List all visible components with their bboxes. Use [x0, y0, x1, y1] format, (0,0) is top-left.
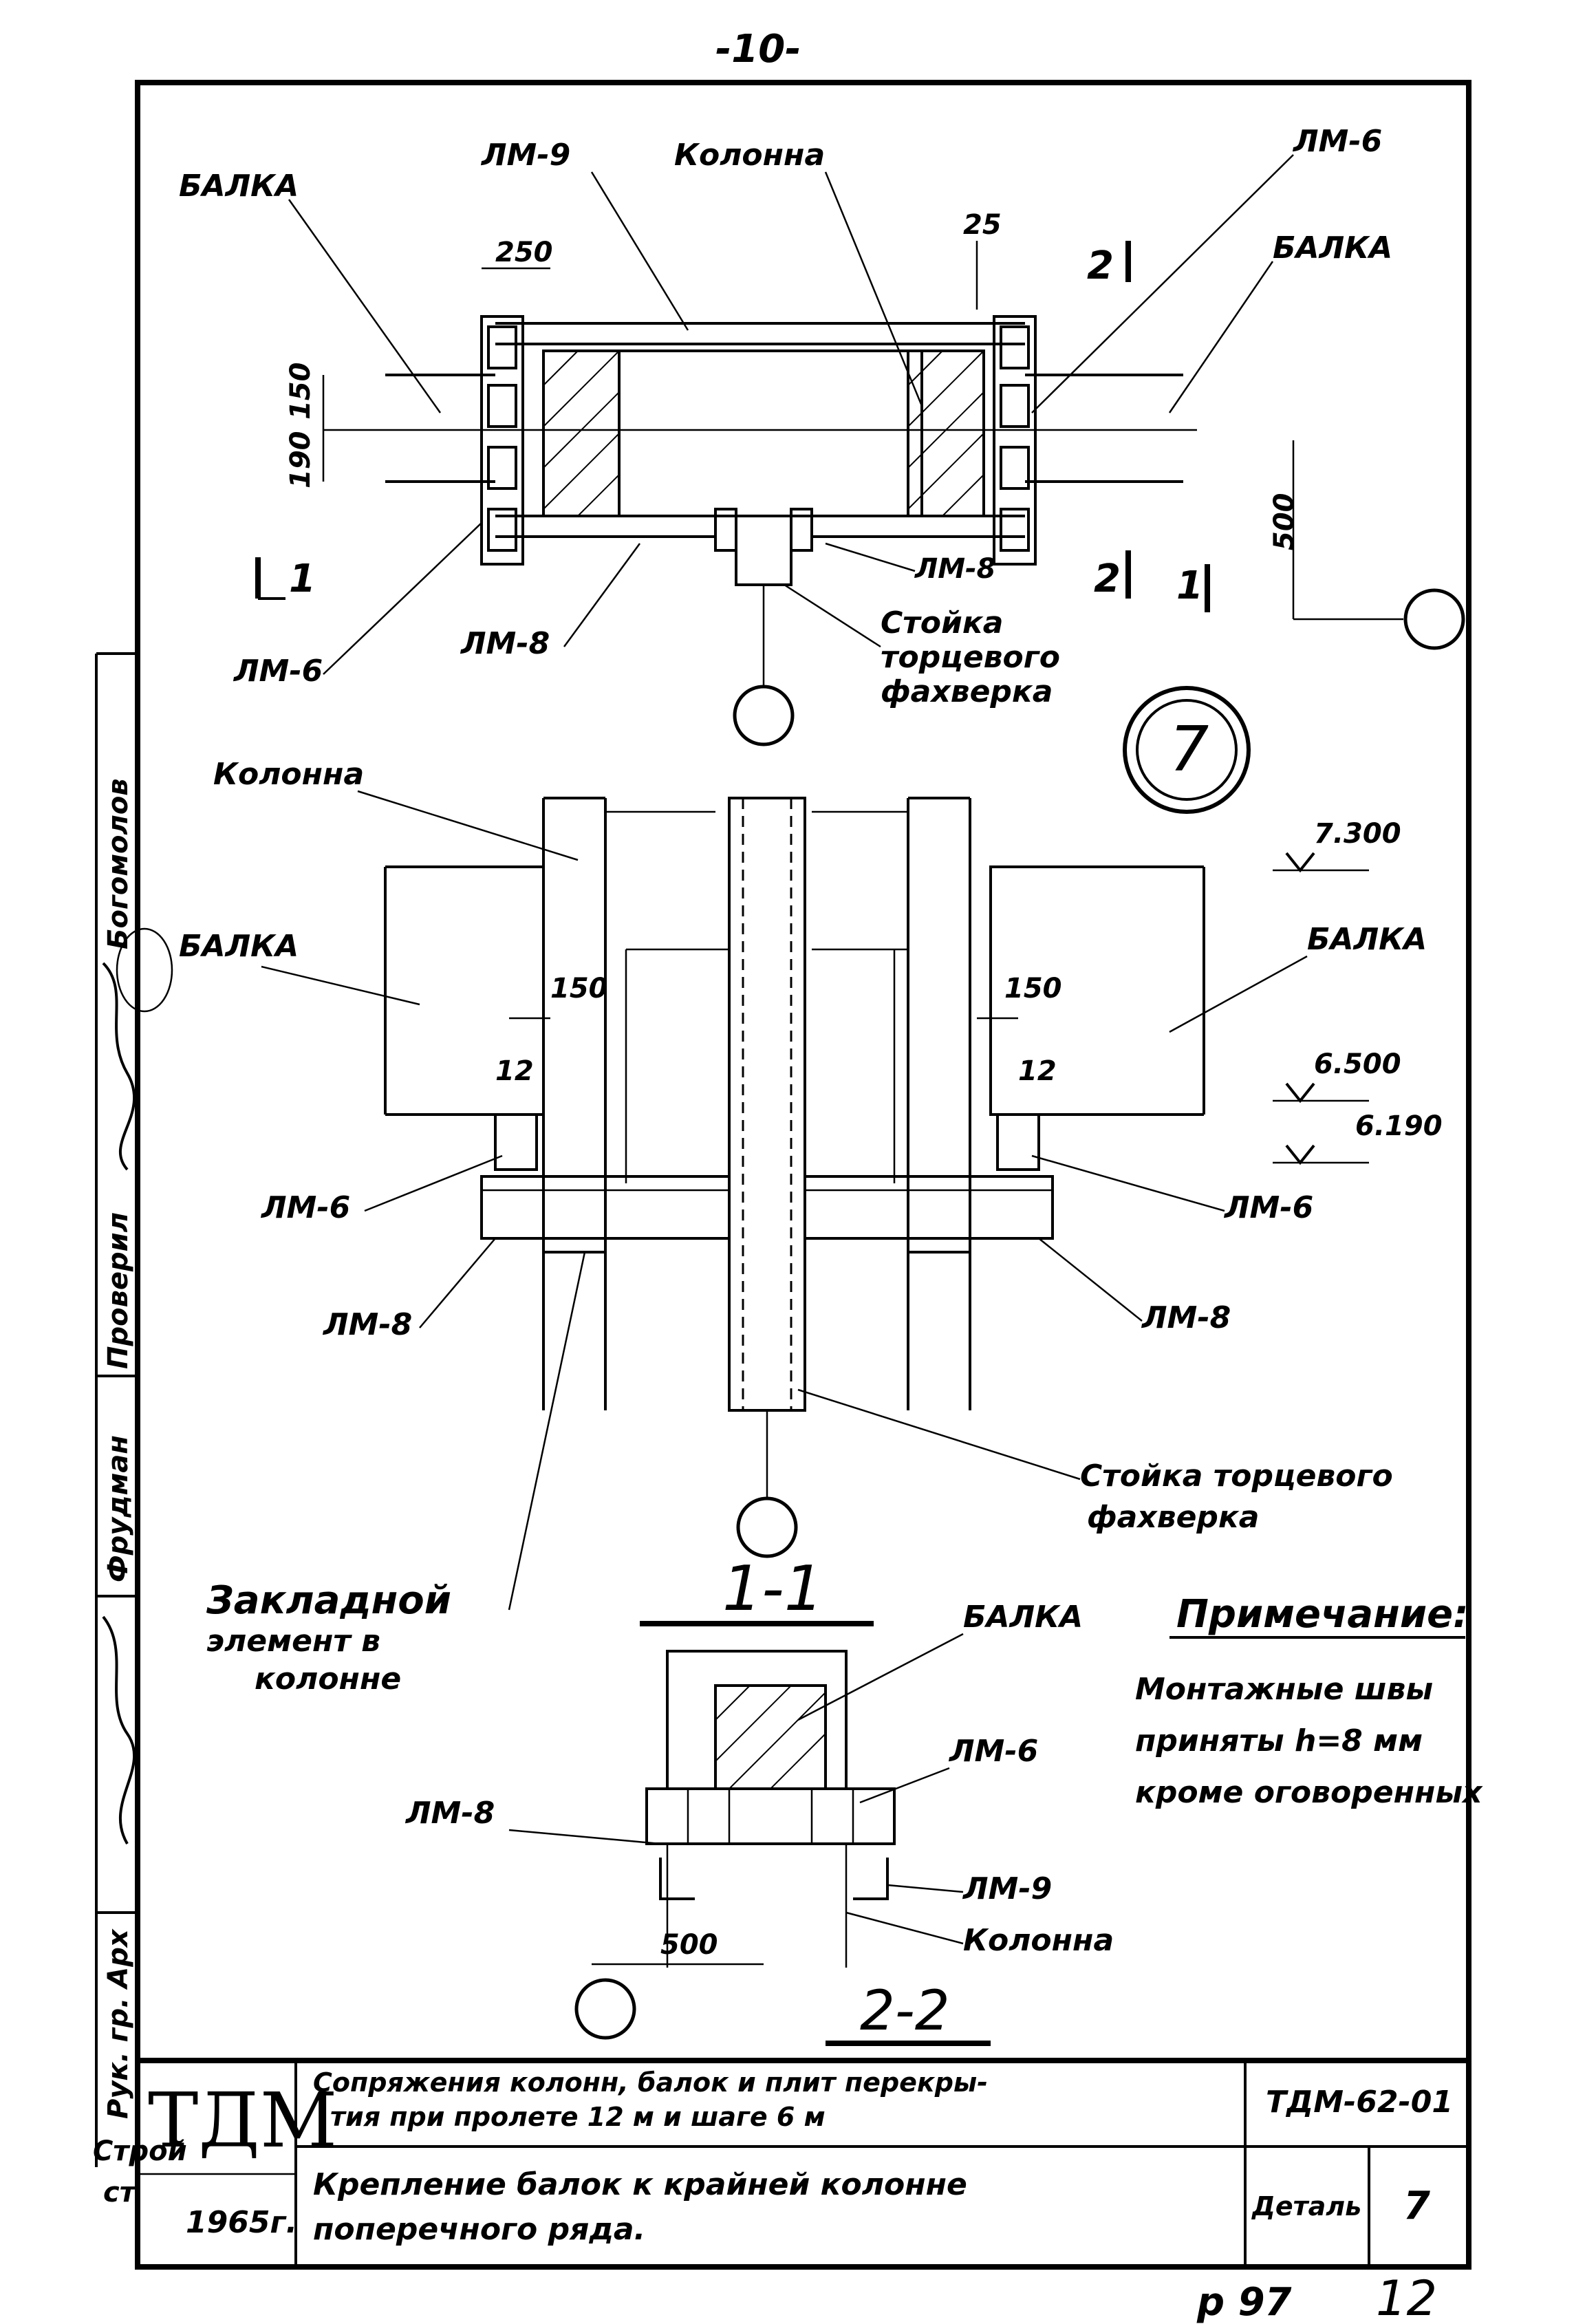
plan-view: 1 2 2 1 250 25 150 190 500 БАЛКА ЛМ-9 Ко…	[179, 124, 1465, 746]
note-line-1: Монтажные швы	[1135, 1672, 1433, 1707]
label-balka-elev-right: БАЛКА	[1307, 922, 1427, 957]
dim-150: 150	[285, 363, 316, 420]
detail-number: 7	[1169, 713, 1209, 786]
label-lm6-elev-left: ЛМ-6	[260, 1190, 350, 1225]
elev-6500: 6.500	[1314, 1048, 1401, 1080]
label-lm8-elev-right: ЛМ-8	[1141, 1300, 1231, 1335]
section-2-bottom: 2	[1094, 557, 1121, 601]
footer-page-ref: р 97	[1196, 2280, 1292, 2324]
axis-marker-plan-bottom	[733, 685, 795, 746]
stamp-fridman: Фрудман	[103, 1435, 134, 1582]
elevation-view: 7.300 6.500 6.190 150 12 150 12 Колонна …	[179, 757, 1443, 1697]
dim-500-section: 500	[660, 1929, 718, 1961]
label-lm6-plan-left: ЛМ-6	[233, 654, 323, 689]
axis-marker-section	[574, 1978, 636, 2040]
label-stoika-elev-1: Стойка торцевого	[1080, 1459, 1393, 1494]
detail-number-circle	[1123, 686, 1251, 814]
side-stamp: Богомолов Проверил Фрудман Рук. гр. Арх …	[93, 652, 187, 2208]
label-balka-left: БАЛКА	[179, 169, 299, 204]
tb-subtitle-1: Крепление балок к крайней колонне	[313, 2167, 967, 2202]
stamp-checked: Проверил	[103, 1212, 134, 1369]
dim-12-left: 12	[495, 1055, 534, 1087]
label-lm6-plan-right: ЛМ-6	[1292, 124, 1382, 159]
tb-title-1: Сопряжения колонн, балок и плит перекры-	[313, 2067, 988, 2098]
label-zakladnoy-3: колонне	[255, 1661, 401, 1697]
dim-25: 25	[963, 209, 1002, 241]
footer-number: 12	[1376, 2270, 1437, 2324]
label-balka-section: БАЛКА	[963, 1600, 1083, 1635]
signature-1	[102, 962, 136, 1171]
section-title-2-2: 2-2	[860, 1979, 950, 2043]
stamp-bogomolov: Богомолов	[103, 778, 134, 949]
label-lm6-elev-right: ЛМ-6	[1223, 1190, 1313, 1225]
tb-detail-label: Деталь	[1251, 2191, 1361, 2221]
tb-title-2: тия при пролете 12 м и шаге 6 м	[330, 2102, 826, 2132]
label-stoika-1: Стойка	[881, 605, 1003, 641]
stamp-stroy: Строй	[93, 2135, 187, 2167]
note-block: Примечание: Монтажные швы приняты h=8 мм…	[1135, 1592, 1483, 1810]
note-line-2: приняты h=8 мм	[1135, 1723, 1423, 1758]
title-block: ТДМ 1965г. Сопряжения колонн, балок и пл…	[138, 2058, 1469, 2267]
label-kolonna-elev: Колонна	[213, 757, 364, 792]
tb-code: ТДМ-62-01	[1266, 2085, 1453, 2120]
page-number: -10-	[715, 27, 801, 72]
signature-2	[102, 1615, 136, 1845]
label-lm6-section: ЛМ-6	[948, 1734, 1038, 1769]
note-title: Примечание:	[1176, 1592, 1468, 1637]
dim-250: 250	[495, 237, 553, 268]
section-2-2-view: 500 БАЛКА ЛМ-6 ЛМ-8 ЛМ-9 Колонна	[405, 1600, 1114, 2040]
label-kolonna-plan: Колонна	[674, 138, 825, 173]
label-kolonna-section: Колонна	[963, 1923, 1114, 1958]
dim-12-right: 12	[1018, 1055, 1057, 1087]
elev-6190: 6.190	[1355, 1110, 1443, 1142]
label-lm9: ЛМ-9	[480, 138, 570, 173]
stamp-head: Рук. гр. Арх	[103, 1928, 134, 2119]
label-stoika-elev-2: фахверка	[1087, 1500, 1259, 1535]
tb-subtitle-2: поперечного ряда.	[313, 2212, 645, 2247]
label-lm8-plan-right: ЛМ-8	[914, 553, 995, 585]
dim-150-right: 150	[1004, 973, 1062, 1004]
tb-detail-value: 7	[1403, 2184, 1430, 2228]
tb-year: 1965г.	[186, 2205, 297, 2240]
section-1-right: 1	[1176, 563, 1203, 608]
label-lm8-elev-left: ЛМ-8	[322, 1307, 412, 1342]
dim-150-left: 150	[550, 973, 608, 1004]
drawing-frame	[135, 80, 1471, 2270]
tb-org: ТДМ	[148, 2076, 337, 2164]
axis-marker-elevation	[736, 1496, 798, 1558]
section-2-top: 2	[1087, 244, 1114, 288]
dim-500-plan: 500	[1269, 493, 1300, 551]
section-1-left: 1	[289, 557, 316, 601]
label-lm8-section: ЛМ-8	[405, 1796, 495, 1831]
axis-marker-plan-right	[1403, 588, 1465, 650]
label-zakladnoy-1: Закладной	[206, 1578, 451, 1623]
dim-190: 190	[285, 431, 316, 489]
section-title-1-1: 1-1	[722, 1553, 823, 1625]
stamp-st: ст	[103, 2177, 138, 2208]
label-zakladnoy-2: элемент в	[206, 1624, 380, 1659]
label-balka-right: БАЛКА	[1273, 230, 1392, 266]
label-stoika-2: торцевого	[881, 640, 1060, 675]
label-lm8-plan-left: ЛМ-8	[460, 626, 550, 661]
label-balka-elev-left: БАЛКА	[179, 929, 299, 964]
elev-7300: 7.300	[1314, 818, 1401, 850]
label-stoika-3: фахверка	[881, 674, 1053, 709]
label-lm9-section: ЛМ-9	[962, 1871, 1052, 1906]
note-line-3: кроме оговоренных	[1135, 1775, 1483, 1810]
